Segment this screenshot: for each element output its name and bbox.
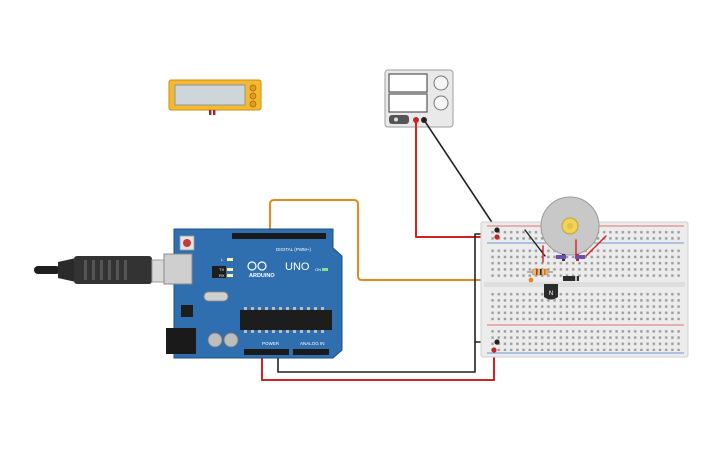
diode-icon[interactable] — [556, 255, 585, 259]
tx-label: TX — [219, 267, 224, 272]
wire-arduino-5v[interactable] — [261, 349, 495, 381]
wires — [261, 119, 533, 381]
rx-label: RX — [219, 273, 225, 278]
l-label: L — [221, 257, 224, 262]
arduino-uno-board[interactable]: ARDUINO UNO DIGITAL (PWM~) POWER ANALOG … — [163, 228, 343, 359]
wire-signal-pin9[interactable] — [269, 199, 533, 281]
motor-lead-black[interactable] — [524, 229, 546, 257]
on-label: ON — [315, 267, 321, 272]
power-supply-icon[interactable] — [384, 69, 454, 128]
transistor-icon[interactable]: N — [544, 284, 558, 300]
power-label: POWER — [262, 341, 280, 346]
analog-label: ANALOG IN — [300, 341, 325, 346]
breadboard[interactable] — [480, 221, 689, 358]
arduino-model-text: UNO — [285, 261, 310, 273]
resistor-icon[interactable] — [527, 268, 553, 276]
diode-icon-2[interactable] — [563, 276, 579, 281]
transistor-label: N — [549, 291, 553, 297]
motor-lead-red[interactable] — [585, 235, 607, 257]
usb-cable-icon[interactable] — [34, 256, 179, 284]
wire-supply-negative[interactable] — [423, 119, 498, 231]
lcd-display-icon[interactable] — [168, 79, 262, 115]
digital-header-label: DIGITAL (PWM~) — [276, 247, 311, 252]
wire-ends — [491, 227, 534, 353]
arduino-brand-text: ARDUINO — [249, 273, 275, 279]
wire-supply-positive[interactable] — [415, 119, 498, 238]
